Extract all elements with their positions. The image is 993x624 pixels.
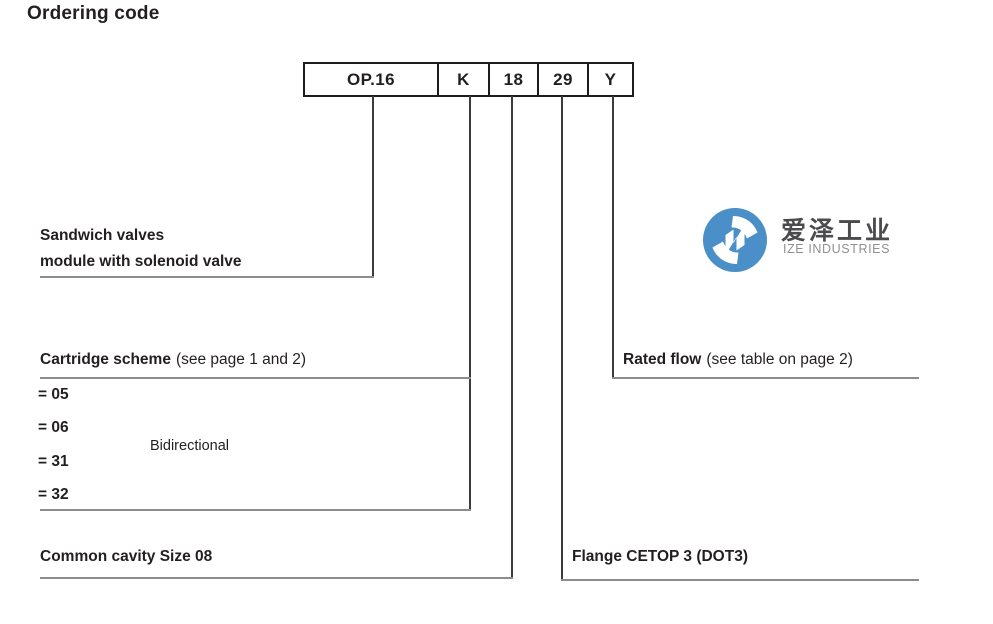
label-common-cavity: Common cavity Size 08	[40, 548, 213, 565]
cartridge-heading-note: (see page 1 and 2)	[175, 351, 307, 368]
label-sandwich-line2: module with solenoid valve	[40, 253, 242, 270]
label-sandwich-line1: Sandwich valves	[40, 227, 165, 244]
underline-flange	[561, 579, 919, 581]
page-title: Ordering code	[27, 3, 160, 24]
ize-logo-mark-svg	[703, 208, 767, 272]
underline-cartridge-heading	[40, 377, 471, 379]
connector-line-cartridge	[469, 96, 471, 510]
label-cartridge-scheme: Cartridge scheme(see page 1 and 2)	[40, 347, 306, 373]
connector-line-rated-flow	[612, 96, 614, 379]
connector-line-sandwich	[372, 96, 374, 277]
cartridge-option-05: = 05	[38, 386, 69, 403]
cartridge-heading: Cartridge scheme	[40, 351, 171, 368]
underline-common-cavity	[40, 577, 513, 579]
code-segment-flow: Y	[587, 64, 632, 95]
underline-sandwich	[40, 276, 374, 278]
code-segment-series: OP.16	[346, 69, 395, 89]
cartridge-option-06: = 06	[38, 419, 69, 436]
underline-rated-flow	[612, 377, 919, 379]
label-rated-flow: Rated flow(see table on page 2)	[623, 347, 853, 373]
connector-line-common-cavity	[511, 96, 513, 579]
label-flange: Flange CETOP 3 (DOT3)	[572, 548, 748, 565]
ize-logo-icon	[703, 208, 767, 272]
connector-line-flange	[561, 96, 563, 581]
ordering-code-box: OP.16 K 18 29 Y	[303, 62, 634, 97]
code-segment-cavity: 18	[488, 64, 537, 95]
code-segment-flange: 29	[537, 64, 587, 95]
logo-company-name: 爱泽工业	[781, 217, 894, 245]
underline-cartridge-bottom	[40, 509, 471, 511]
cartridge-option-32: = 32	[38, 486, 69, 503]
label-sandwich-valves: Sandwich valves module with solenoid val…	[40, 223, 242, 275]
logo-company-subtitle: IZE INDUSTRIES	[783, 242, 891, 256]
cartridge-option-31: = 31	[38, 453, 69, 470]
rated-flow-heading-note: (see table on page 2)	[706, 351, 853, 368]
code-segment-scheme: K	[437, 64, 488, 95]
label-bidirectional: Bidirectional	[150, 438, 229, 454]
rated-flow-heading: Rated flow	[623, 351, 702, 368]
